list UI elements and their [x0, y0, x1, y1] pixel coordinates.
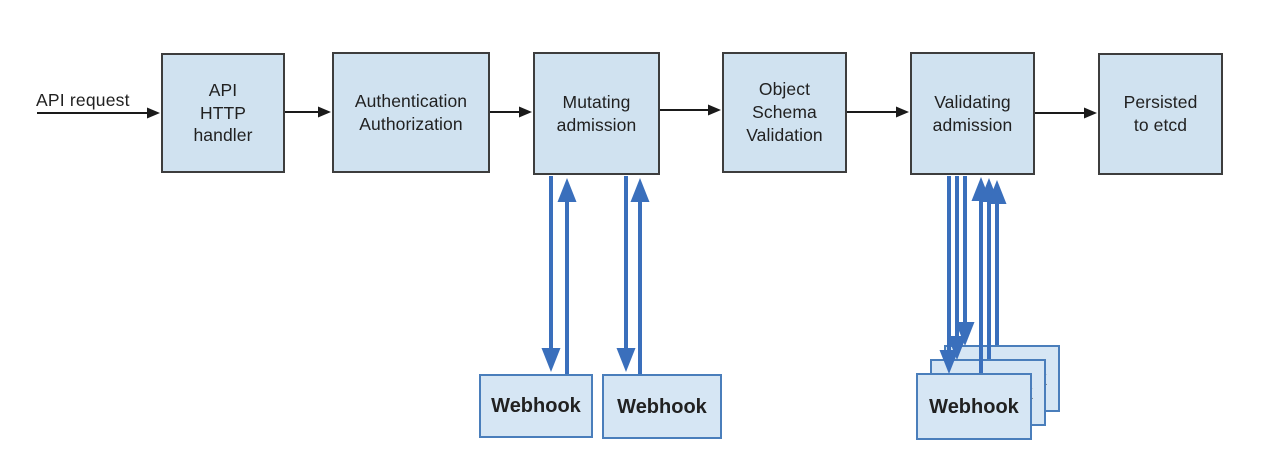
node-api-http-handler: API HTTP handler: [161, 53, 285, 173]
node-mutating-admission: Mutating admission: [533, 52, 660, 175]
arrow-validating-webhook-response-1: [971, 177, 991, 373]
arrow-mutating-webhook2-call: [616, 176, 636, 372]
arrow-mutating-webhook2-response: [630, 178, 650, 374]
arrow-handler-to-auth: [285, 106, 331, 118]
api-request-label: API request: [36, 90, 130, 110]
arrow-mutating-webhook1-response: [557, 178, 577, 374]
node-webhook-validating-front: Webhook: [916, 373, 1032, 440]
arrow-mutating-webhook1-call: [541, 176, 561, 372]
arrow-validating-webhook-response-3: [987, 180, 1007, 345]
node-webhook-mutating-1: Webhook: [479, 374, 593, 438]
arrow-auth-to-mutating: [490, 106, 532, 118]
arrow-validating-to-etcd: [1035, 107, 1097, 119]
node-authentication-authorization: Authentication Authorization: [332, 52, 490, 173]
node-webhook-mutating-2: Webhook: [602, 374, 722, 439]
node-persisted-to-etcd: Persisted to etcd: [1098, 53, 1223, 175]
arrow-validating-webhook-call-2: [947, 176, 967, 360]
node-validating-admission: Validating admission: [910, 52, 1035, 175]
arrow-validating-webhook-call-3: [955, 176, 975, 346]
arrow-mutating-to-schema: [660, 104, 721, 116]
arrow-schema-to-validating: [847, 106, 909, 118]
node-object-schema-validation: Object Schema Validation: [722, 52, 847, 173]
arrow-validating-webhook-response-2: [979, 178, 999, 359]
